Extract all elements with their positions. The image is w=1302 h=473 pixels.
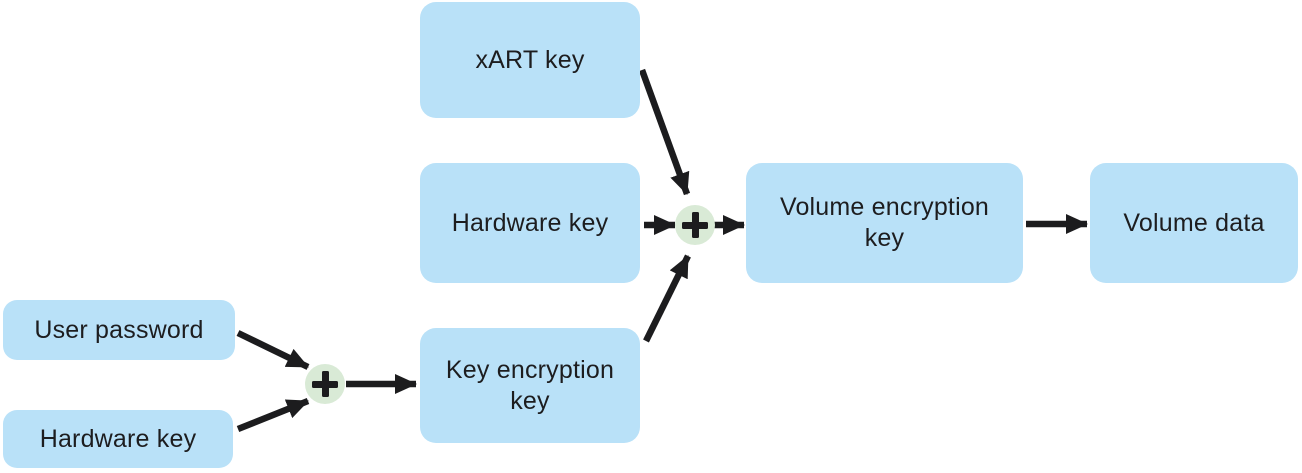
node-key-encryption-key: Key encryption key: [420, 328, 640, 443]
node-label: Key encryption key: [445, 355, 615, 415]
node-volume-data: Volume data: [1090, 163, 1298, 283]
node-volume-encryption-key: Volume encryption key: [746, 163, 1023, 283]
arrow-userpw-to-combine2: [236, 330, 310, 370]
plus-icon: [681, 211, 709, 239]
node-hardware-key-middle: Hardware key: [420, 163, 640, 283]
node-label: Hardware key: [451, 208, 609, 237]
node-label: User password: [34, 315, 204, 344]
arrow-xart-to-combine1: [638, 68, 691, 196]
plus-icon: [311, 370, 339, 398]
node-label: xART key: [475, 45, 585, 74]
node-label: Hardware key: [39, 424, 197, 453]
combine-operator-2: +: [305, 364, 345, 404]
node-xart-key: xART key: [420, 2, 640, 118]
node-hardware-key-bottom: Hardware key: [3, 410, 233, 468]
node-label: Volume encryption key: [779, 193, 990, 252]
arrow-kek-to-combine1: [643, 254, 691, 343]
node-user-password: User password: [3, 300, 235, 360]
combine-operator-1: +: [675, 205, 715, 245]
node-label: Volume data: [1123, 208, 1265, 237]
arrow-hwbot-to-combine2: [236, 397, 310, 433]
